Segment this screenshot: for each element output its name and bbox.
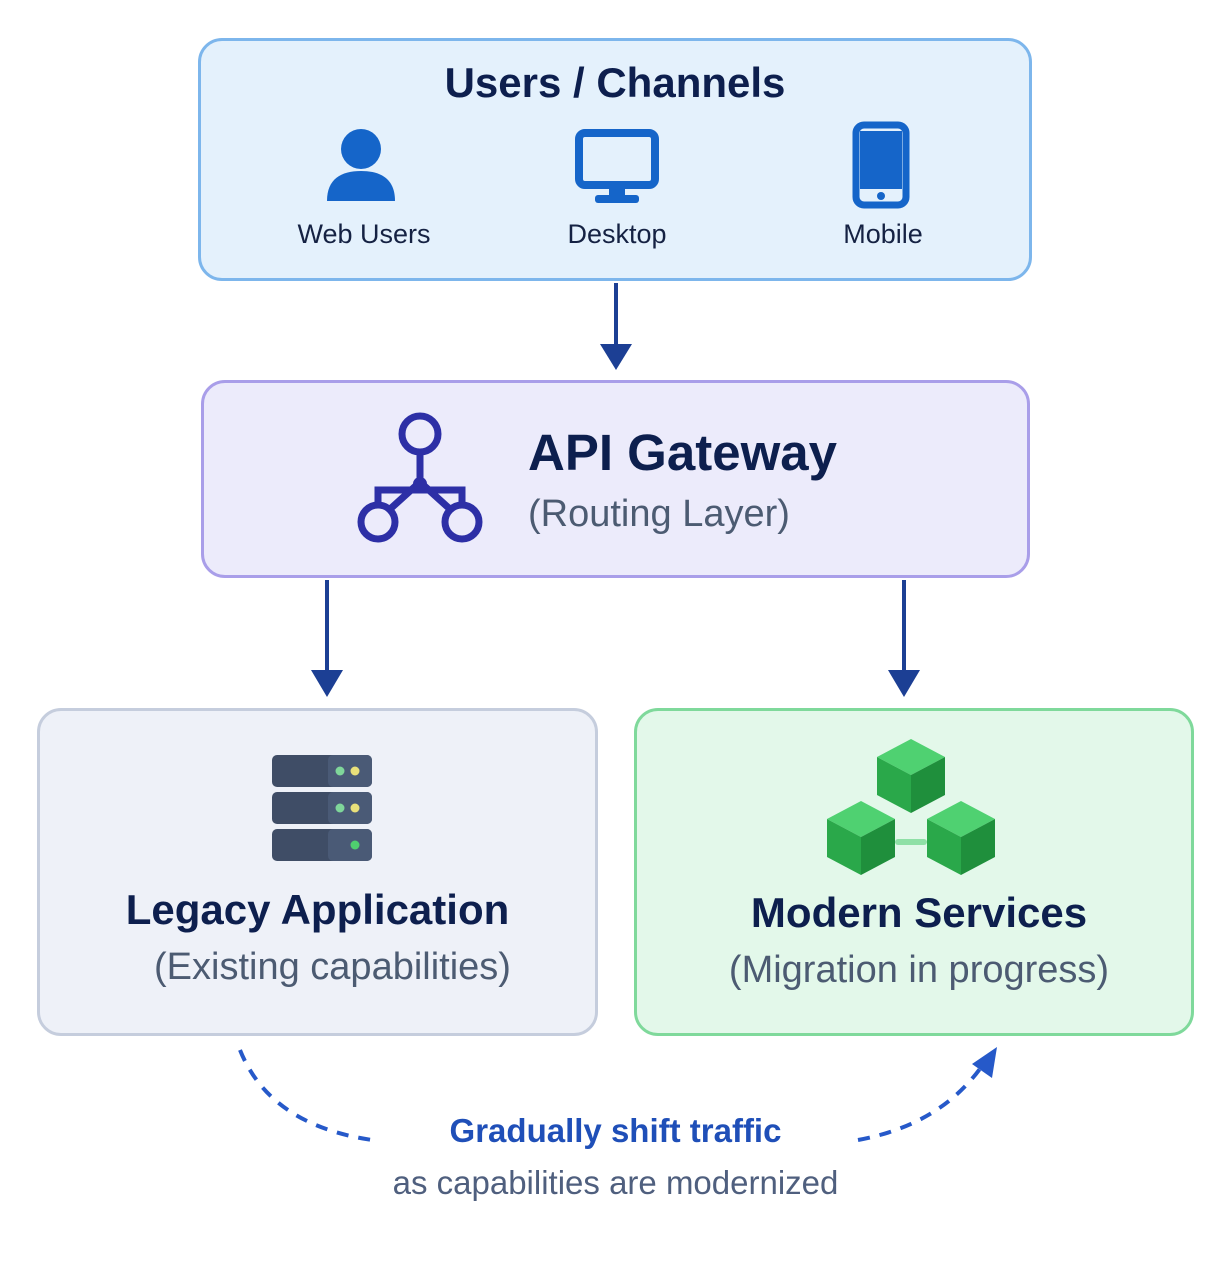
migration-caption-title: Gradually shift traffic <box>449 1112 782 1149</box>
legacy-application-subtitle: (Existing capabilities) <box>154 946 511 988</box>
cubes-icon <box>827 739 995 875</box>
mobile-icon <box>852 121 910 209</box>
channel-label-mobile: Mobile <box>843 219 923 249</box>
channel-label-web-users: Web Users <box>297 219 431 249</box>
legacy-application-box: Legacy Application (Existing capabilitie… <box>37 708 598 1036</box>
server-stack-icon <box>272 755 372 861</box>
desktop-icon <box>575 129 659 203</box>
api-gateway-title: API Gateway <box>528 424 837 481</box>
modern-services-title: Modern Services <box>750 889 1088 936</box>
modern-services-box: Modern Services (Migration in progress) <box>634 708 1194 1036</box>
arrow-gateway-to-modern <box>888 580 920 697</box>
arrow-gateway-to-legacy <box>311 580 343 697</box>
users-channels-title: Users / Channels <box>444 59 786 106</box>
modern-services-subtitle: (Migration in progress) <box>728 949 1110 991</box>
api-gateway-box: API Gateway (Routing Layer) <box>201 380 1030 578</box>
channel-label-desktop: Desktop <box>567 219 667 249</box>
api-gateway-subtitle: (Routing Layer) <box>528 493 790 535</box>
user-icon <box>327 129 395 201</box>
migration-caption-subtitle: as capabilities are modernized <box>392 1164 839 1201</box>
users-channels-box: Users / Channels Web Users Desktop Mobil… <box>198 38 1032 281</box>
network-hub-icon <box>357 412 483 543</box>
arrow-users-to-gateway <box>600 283 632 370</box>
legacy-application-title: Legacy Application <box>125 886 510 933</box>
